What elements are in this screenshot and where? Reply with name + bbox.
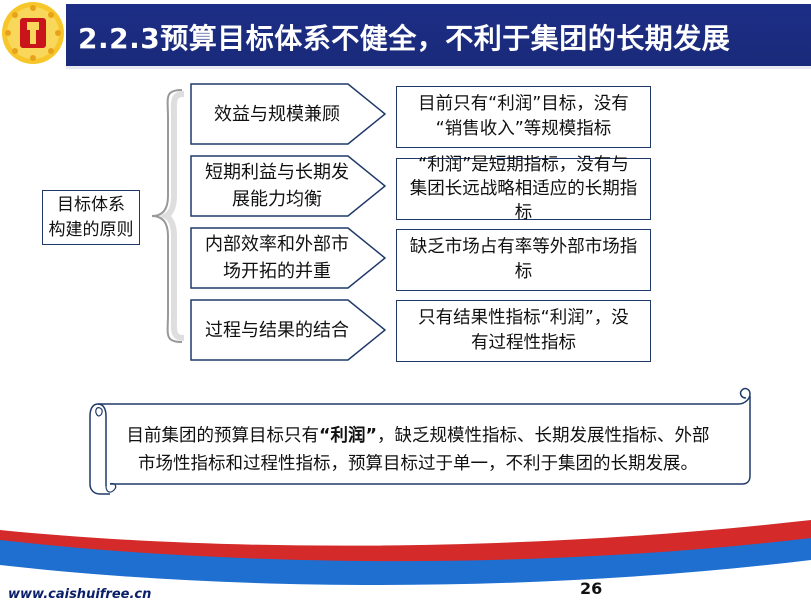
summary-emphasis: “利润” bbox=[318, 426, 377, 446]
page-number: 26 bbox=[580, 579, 603, 598]
summary-line-1: 目前集团的预算目标只有“利润”，缺乏规模性指标、长期发展性指标、外部 bbox=[120, 422, 716, 450]
summary-line-2: 市场性指标和过程性指标，预算目标过于单一，不利于集团的长期发展。 bbox=[138, 454, 698, 474]
desc-2-line-1: “利润”是短期指标，没有与 bbox=[418, 155, 629, 175]
arrow-2-line-2: 展能力均衡 bbox=[232, 189, 322, 210]
title-bar: 2.2.3预算目标体系不健全，不利于集团的长期发展 bbox=[66, 4, 811, 66]
desc-3-line-1: 缺乏市场占有率等外部市场指 bbox=[409, 237, 638, 257]
desc-1-line-1: 目前只有“利润”目标，没有 bbox=[418, 94, 629, 114]
principle-line-1: 目标体系 bbox=[57, 194, 125, 215]
principle-arrow-4: 过程与结果的结合 bbox=[190, 299, 386, 361]
principle-arrow-1: 效益与规模兼顾 bbox=[190, 83, 386, 145]
desc-2-line-2: 集团长远战略相适应的长期指 bbox=[409, 179, 638, 199]
footer-url[interactable]: www.caishuifree.cn bbox=[8, 587, 152, 602]
desc-4-line-2: 有过程性指标 bbox=[470, 333, 576, 353]
arrow-2-line-1: 短期利益与长期发 bbox=[205, 162, 349, 183]
arrow-1-line-1: 效益与规模兼顾 bbox=[214, 103, 340, 125]
summary-text: 目前集团的预算目标只有“利润”，缺乏规模性指标、长期发展性指标、外部 市场性指标… bbox=[120, 422, 716, 478]
principle-line-2: 构建的原则 bbox=[48, 219, 134, 240]
arrow-4-line-1: 过程与结果的结合 bbox=[205, 319, 349, 341]
scroll-banner bbox=[89, 387, 751, 495]
principle-arrow-2: 短期利益与长期发 展能力均衡 bbox=[190, 155, 386, 217]
footer-wave bbox=[0, 520, 811, 607]
logo-icon bbox=[0, 0, 66, 66]
desc-box-1: 目前只有“利润”目标，没有 “销售收入”等规模指标 bbox=[396, 86, 651, 148]
principle-arrow-3: 内部效率和外部市 场开拓的并重 bbox=[190, 227, 386, 289]
brace-icon bbox=[151, 89, 185, 343]
header: 2.2.3预算目标体系不健全，不利于集团的长期发展 bbox=[0, 0, 811, 68]
principle-box: 目标体系 构建的原则 bbox=[42, 190, 140, 245]
desc-box-2: “利润”是短期指标，没有与 集团长远战略相适应的长期指 标 bbox=[396, 155, 651, 223]
arrow-3-line-1: 内部效率和外部市 bbox=[205, 234, 349, 255]
desc-1-line-2: “销售收入”等规模指标 bbox=[435, 119, 612, 139]
desc-4-line-1: 只有结果性指标“利润”，没 bbox=[418, 308, 629, 328]
arrow-3-line-2: 场开拓的并重 bbox=[223, 261, 331, 282]
desc-3-line-2: 标 bbox=[514, 262, 533, 282]
summary-prefix: 目前集团的预算目标只有 bbox=[126, 426, 319, 446]
desc-box-4: 只有结果性指标“利润”，没 有过程性指标 bbox=[396, 300, 651, 362]
page-title: 2.2.3预算目标体系不健全，不利于集团的长期发展 bbox=[78, 22, 731, 55]
desc-2-line-3: 标 bbox=[514, 203, 533, 223]
summary-suffix: ，缺乏规模性指标、长期发展性指标、外部 bbox=[377, 426, 710, 446]
title-divider bbox=[66, 66, 811, 69]
desc-box-3: 缺乏市场占有率等外部市场指 标 bbox=[396, 229, 651, 291]
